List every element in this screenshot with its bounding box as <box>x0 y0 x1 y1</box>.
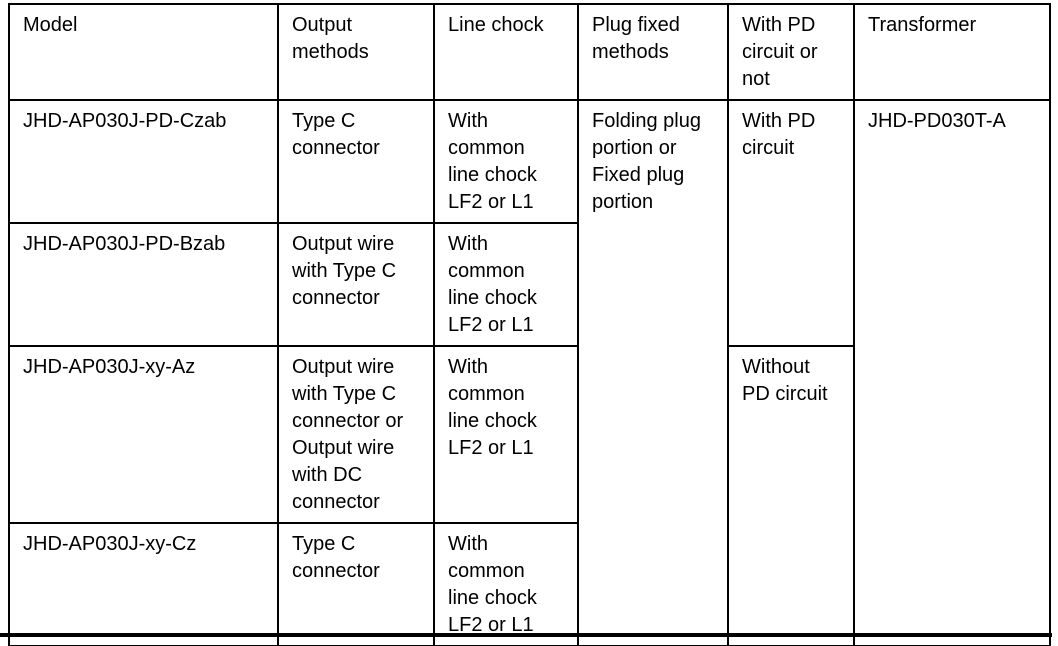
cell-with-pd-circuit: With PD circuit <box>727 99 855 347</box>
cell-line-chock: With common line chock LF2 or L1 <box>433 522 579 646</box>
cell-model: JHD-AP030J-xy-Az <box>8 345 279 524</box>
cell-line-chock: With common line chock LF2 or L1 <box>433 345 579 524</box>
cell-plug-fixed-methods: Folding plug portion or Fixed plug porti… <box>577 99 729 646</box>
table-row: JHD-AP030J-PD-Bzab Output wire with Type… <box>8 222 1050 347</box>
product-spec-table: Model Output methods Line chock Plug fix… <box>8 3 1051 646</box>
cell-model: JHD-AP030J-PD-Bzab <box>8 222 279 347</box>
cell-model: JHD-AP030J-PD-Czab <box>8 99 279 224</box>
cell-line-chock: With common line chock LF2 or L1 <box>433 99 579 224</box>
header-row: Model Output methods Line chock Plug fix… <box>8 3 1051 101</box>
header-cell-output-methods: Output methods <box>277 3 435 101</box>
cell-output-methods: Type C connector <box>277 522 435 646</box>
cell-output-methods: Type C connector <box>277 99 435 224</box>
cell-output-methods: Output wire with Type C connector <box>277 222 435 347</box>
header-cell-line-chock: Line chock <box>433 3 579 101</box>
table-row: JHD-AP030J-PD-Czab Type C connector With… <box>8 99 1051 646</box>
header-cell-model: Model <box>8 3 279 101</box>
cell-without-pd-circuit: Without PD circuit <box>727 345 855 646</box>
header-cell-plug-fixed-methods: Plug fixed methods <box>577 3 729 101</box>
cell-model: JHD-AP030J-xy-Cz <box>8 522 279 646</box>
table-row: JHD-AP030J-xy-Az Output wire with Type C… <box>8 345 1050 646</box>
table-row: JHD-AP030J-xy-Cz Type C connector With c… <box>8 522 1050 646</box>
cell-output-methods: Output wire with Type C connector or Out… <box>277 345 435 524</box>
header-cell-pd-circuit-or-not: With PD circuit or not <box>727 3 855 101</box>
cell-transformer: JHD-PD030T-A <box>853 99 1051 646</box>
cell-line-chock: With common line chock LF2 or L1 <box>433 222 579 347</box>
bottom-rule-divider <box>0 633 1052 637</box>
header-cell-transformer: Transformer <box>853 3 1051 101</box>
spec-sheet: Model Output methods Line chock Plug fix… <box>8 3 1051 646</box>
